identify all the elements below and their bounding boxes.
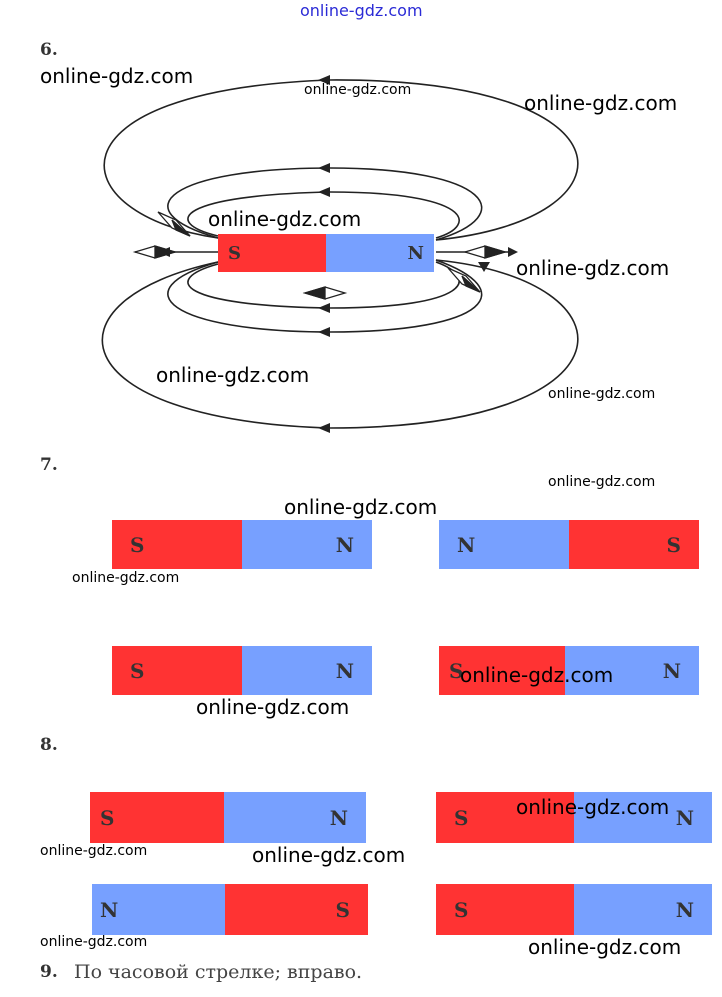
- north-pole: N: [326, 234, 434, 272]
- watermark: online-gdz.com: [516, 256, 670, 280]
- field-line-upper-outer: [103, 79, 579, 241]
- field-line-lower-outer: [101, 259, 579, 429]
- north-pole: N: [565, 646, 699, 695]
- watermark: online-gdz.com: [304, 82, 412, 98]
- watermark: online-gdz.com: [516, 795, 670, 819]
- watermark: online-gdz.com: [40, 934, 148, 950]
- north-pole: N: [242, 520, 372, 569]
- watermark: online-gdz.com: [208, 207, 362, 231]
- south-pole: S: [218, 234, 326, 272]
- field-arrow-upper-inner: [318, 187, 330, 197]
- south-pole: S: [439, 646, 565, 695]
- north-pole: N: [242, 646, 372, 695]
- south-pole: S: [569, 520, 699, 569]
- watermark: online-gdz.com: [72, 570, 180, 586]
- north-pole: N: [574, 792, 712, 843]
- watermark: online-gdz.com: [524, 91, 678, 115]
- task-7-magnet-4: S N: [439, 646, 699, 695]
- field-arrow-axis-right: [508, 247, 518, 257]
- task-9-answer: По часовой стрелке; вправо.: [74, 961, 363, 983]
- task-6-magnet: S N: [218, 234, 434, 272]
- watermark: online-gdz.com: [156, 363, 310, 387]
- task-8-magnet-2: S N: [436, 792, 712, 843]
- watermark: online-gdz.com: [460, 663, 614, 687]
- task-7-magnet-3: S N: [112, 646, 372, 695]
- south-pole: S: [436, 792, 574, 843]
- task-8-magnet-3: N S: [92, 884, 368, 935]
- watermark: online-gdz.com: [284, 495, 438, 519]
- south-pole: S: [90, 792, 224, 843]
- compass-needle-below-magnet-tip: [302, 286, 326, 300]
- field-arrow-lower-outer: [318, 423, 330, 433]
- watermark: online-gdz.com: [548, 474, 656, 490]
- south-pole: S: [225, 884, 368, 935]
- watermark: online-gdz.com: [40, 843, 148, 859]
- field-lines-diagram: [101, 75, 579, 433]
- north-pole: N: [574, 884, 712, 935]
- watermark: online-gdz.com: [40, 64, 194, 88]
- field-arrow-lower-inner: [318, 303, 330, 313]
- watermark: online-gdz.com: [548, 386, 656, 402]
- field-arrow-upper-outer: [318, 75, 330, 85]
- south-pole: S: [112, 646, 242, 695]
- task-7-magnet-2: N S: [439, 520, 699, 569]
- south-pole: S: [436, 884, 574, 935]
- north-pole: N: [224, 792, 366, 843]
- task-8-magnet-1: S N: [90, 792, 366, 843]
- field-arrow-upper-middle: [318, 163, 330, 173]
- north-pole: N: [439, 520, 569, 569]
- task-8-number: 8.: [40, 735, 58, 755]
- top-watermark: online-gdz.com: [300, 1, 423, 20]
- watermark: online-gdz.com: [252, 843, 406, 867]
- watermark: online-gdz.com: [528, 935, 682, 959]
- field-arrow-lower-middle: [318, 327, 330, 337]
- compass-needle-upper-left-tip: [171, 219, 191, 237]
- watermark: online-gdz.com: [196, 695, 350, 719]
- compass-needle-left-axis-tip: [154, 245, 178, 259]
- compass-needle-right-axis-tip: [484, 245, 508, 259]
- task-6-number: 6.: [40, 40, 58, 60]
- task-7-magnet-1: S N: [112, 520, 372, 569]
- task-8-magnet-4: S N: [436, 884, 712, 935]
- task-7-number: 7.: [40, 455, 58, 475]
- field-arrow-right-down: [478, 262, 490, 272]
- north-pole: N: [92, 884, 225, 935]
- compass-needle-lower-right-tip: [461, 275, 481, 293]
- south-pole: S: [112, 520, 242, 569]
- task-9-number: 9.: [40, 962, 58, 982]
